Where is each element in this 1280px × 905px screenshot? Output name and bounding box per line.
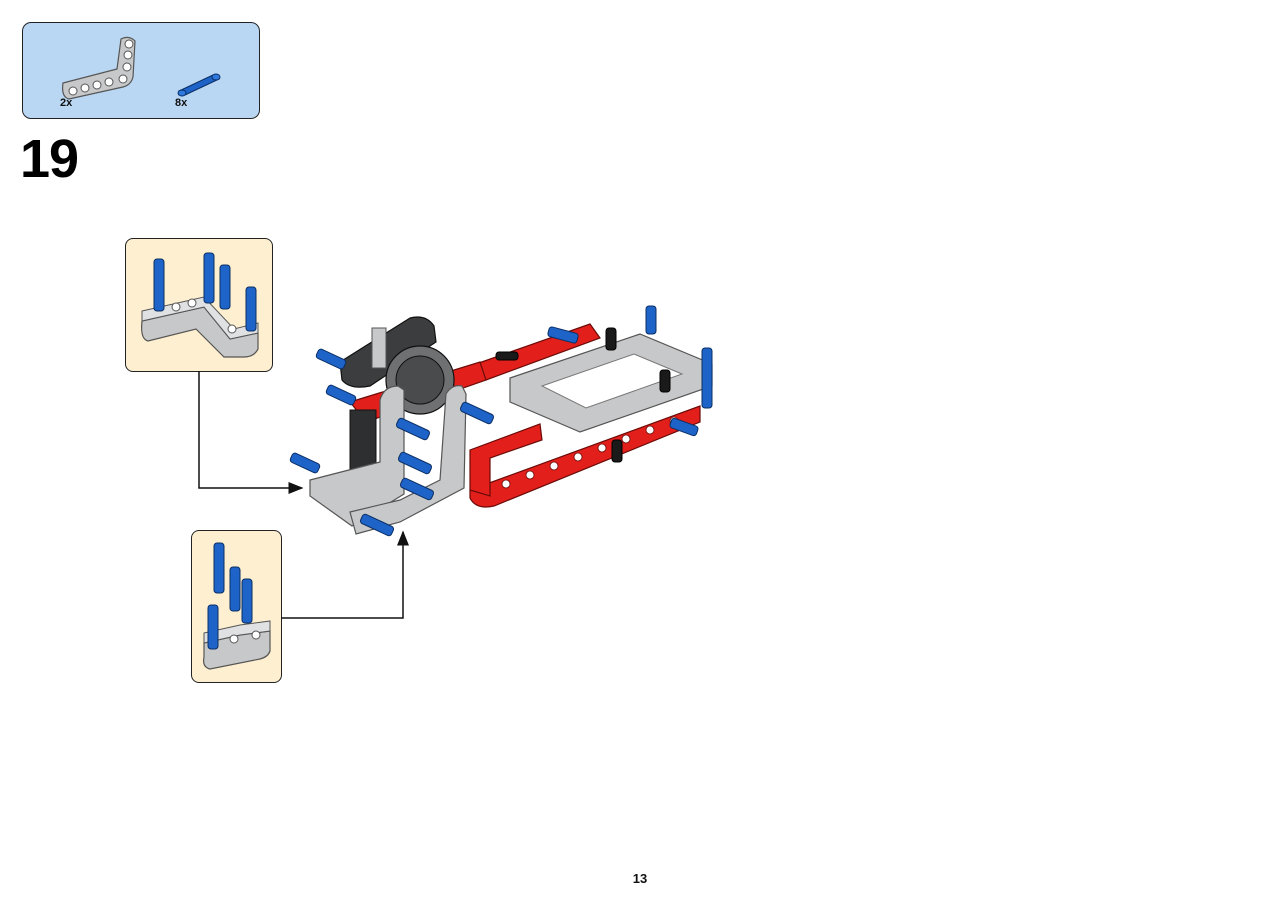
- part-quantity-liftarm: 2x: [60, 97, 73, 109]
- l-liftarm-with-pins-icon: [141, 252, 259, 358]
- part-quantity-pin: 8x: [175, 97, 188, 109]
- step-number: 19: [20, 129, 79, 189]
- gray-liftarms: [309, 385, 467, 535]
- sub-assembly-callout-upper: [125, 238, 273, 372]
- blue-pins: [289, 305, 713, 537]
- l-liftarm-part-icon: [62, 36, 136, 100]
- page-number: 13: [632, 871, 648, 886]
- bent-liftarm-with-pins-icon: [203, 542, 271, 670]
- arrow-lower-callout: [281, 530, 409, 619]
- blue-pin-part-icon: [177, 73, 221, 97]
- gray-open-frame: [509, 333, 713, 433]
- sub-assembly-callout-lower: [191, 530, 282, 683]
- main-assembly-illustration: [289, 305, 713, 537]
- black-pins: [495, 327, 671, 463]
- arrow-upper-callout: [198, 371, 304, 494]
- parts-list-box: 2x 8x: [22, 22, 260, 119]
